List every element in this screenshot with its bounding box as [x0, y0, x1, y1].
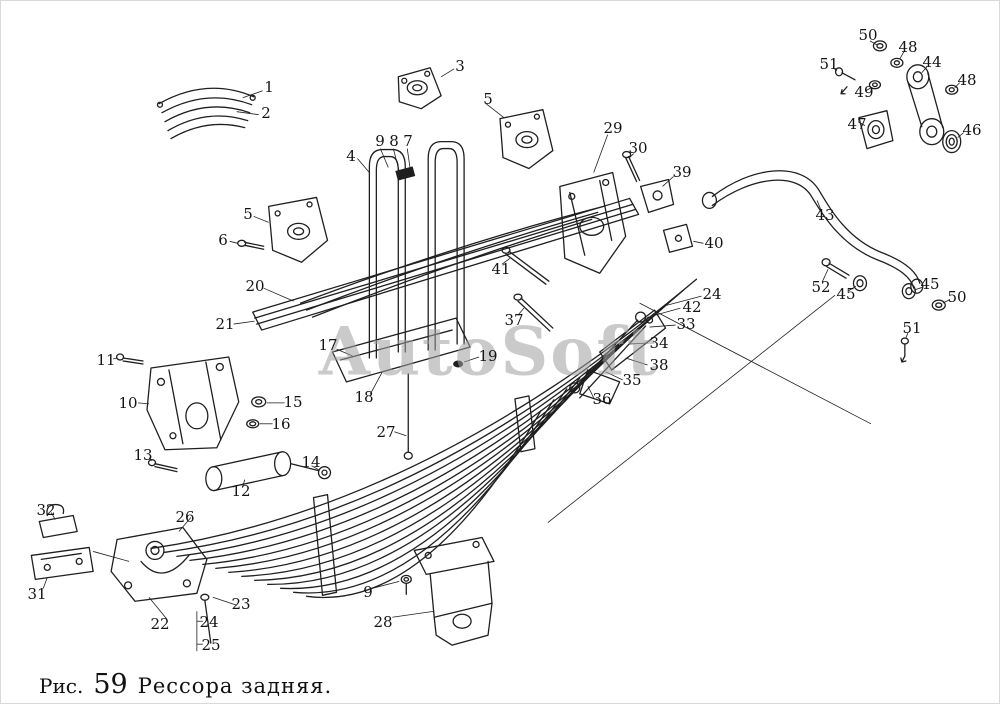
front-mount — [110, 517, 237, 652]
rear-hanger-bracket — [559, 134, 641, 274]
rear-lower-bracket — [372, 536, 495, 646]
stabilizer-bar — [701, 170, 924, 294]
watermark-text: AutoSoft — [318, 312, 660, 391]
u-bolts — [357, 140, 465, 359]
small-spring-stack — [156, 87, 263, 140]
stabilizer-mount-fasteners — [547, 258, 949, 523]
bracket-5-right — [485, 103, 554, 170]
front-hanger-bracket — [113, 353, 285, 473]
caption-prefix: Рис. — [39, 674, 84, 698]
spring-seat — [331, 317, 480, 460]
spring-pin-cylinder — [205, 451, 332, 492]
stabilizer-link-assembly — [832, 40, 964, 154]
figure-caption: Рис. 59 Рессора задняя. — [39, 669, 332, 700]
rear-shackle — [569, 295, 702, 405]
long-bolts — [501, 246, 554, 332]
bracket-5-left — [229, 196, 329, 263]
caption-title: Рессора задняя. — [137, 674, 333, 698]
bracket-39-40 — [639, 176, 704, 253]
clamp-parts — [30, 503, 130, 589]
caption-number: 59 — [93, 669, 128, 700]
bracket-3 — [397, 67, 455, 110]
